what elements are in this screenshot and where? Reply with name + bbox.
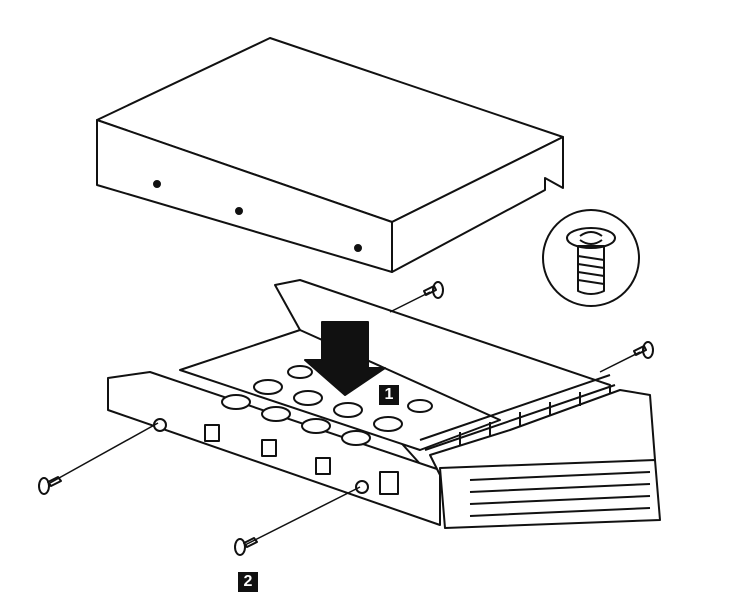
hard-drive [96, 37, 564, 273]
insert-down-arrow [304, 321, 386, 396]
step-label-2: 2 [238, 572, 258, 592]
step-label-1: 1 [379, 385, 399, 405]
handle-ribs [419, 374, 616, 451]
tray-holes [221, 365, 433, 446]
tray-slots [153, 418, 399, 495]
screw-detail-inset [542, 209, 640, 307]
screws [38, 281, 654, 556]
